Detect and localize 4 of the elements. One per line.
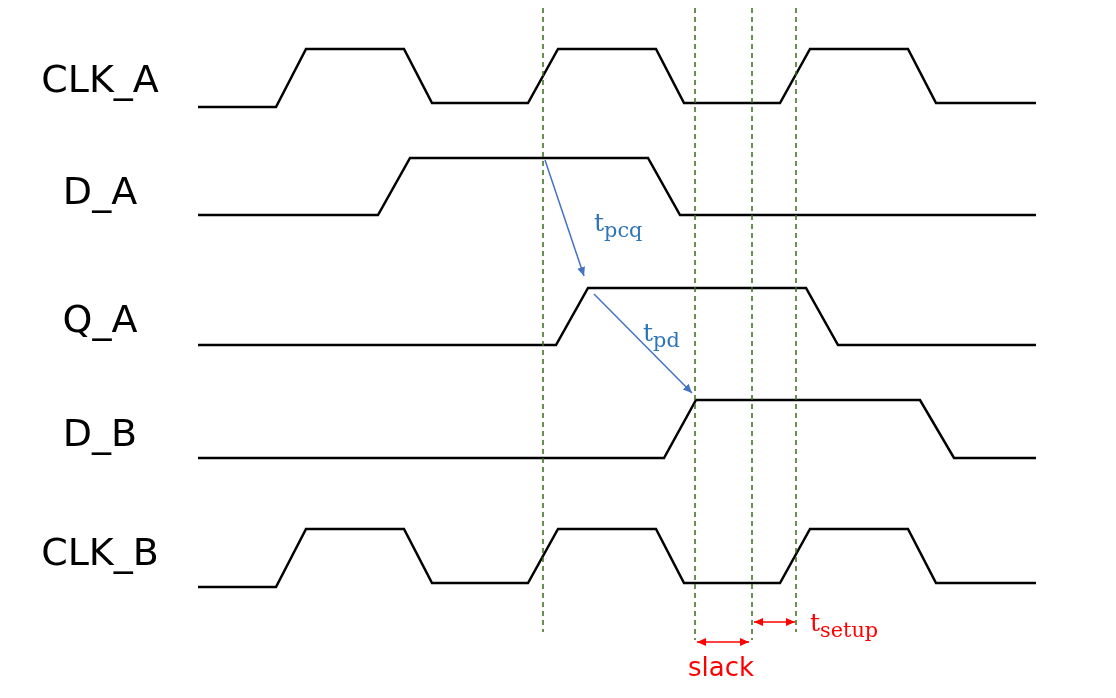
timing-label: t$_{pd}$: [643, 320, 680, 351]
timing-label: t$_{pcq}$: [594, 210, 643, 241]
timing-label: slack: [688, 654, 755, 680]
timing-label: t$_{setup}$: [810, 610, 879, 641]
